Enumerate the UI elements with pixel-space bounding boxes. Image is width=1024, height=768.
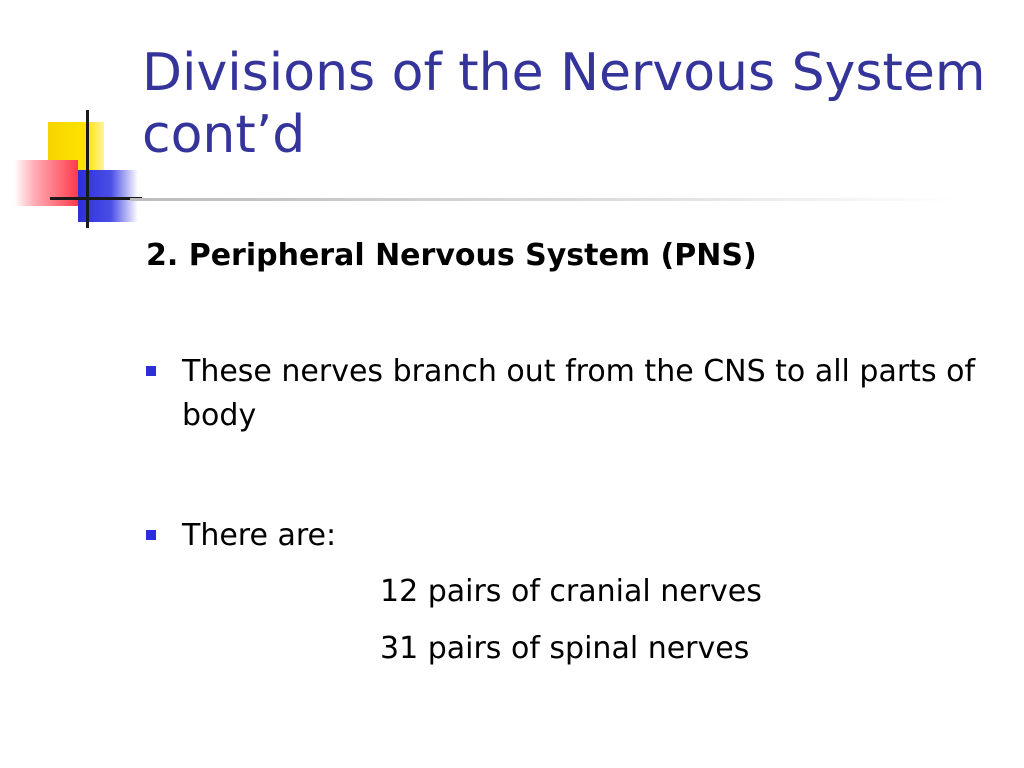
corner-decoration xyxy=(0,0,180,240)
vertical-line xyxy=(86,110,89,228)
slide-title: Divisions of the Nervous System cont’d xyxy=(142,43,986,165)
section-heading: 2. Peripheral Nervous System (PNS) xyxy=(146,238,757,273)
sub-item-spinal: 31 pairs of spinal nerves xyxy=(380,631,750,666)
bullet-text: There are: xyxy=(182,518,337,553)
bullet-item: There are: xyxy=(146,514,986,558)
bullet-square-icon xyxy=(146,366,156,376)
bullet-square-icon xyxy=(146,530,156,540)
bullet-item: These nerves branch out from the CNS to … xyxy=(146,350,986,438)
title-divider xyxy=(130,198,960,201)
bullet-text: These nerves branch out from the CNS to … xyxy=(182,354,976,433)
sub-item-cranial: 12 pairs of cranial nerves xyxy=(380,574,762,609)
horizontal-line xyxy=(50,197,142,200)
